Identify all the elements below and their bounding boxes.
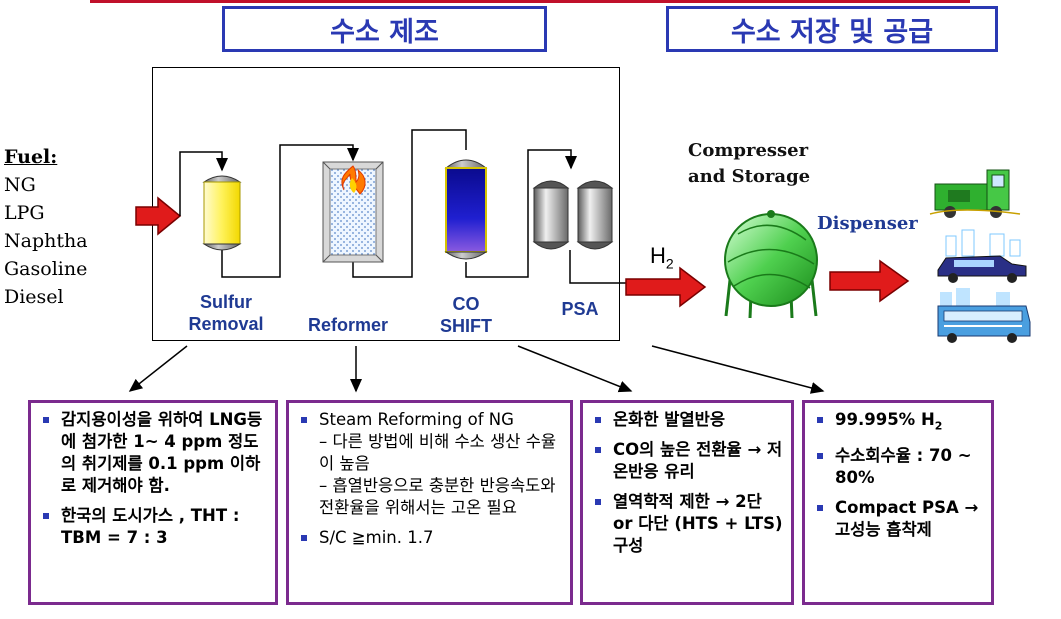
note-reformer-item1: Steam Reforming of NG – 다른 방법에 비해 수소 생산 … bbox=[297, 409, 562, 519]
fuel-title: Fuel: bbox=[4, 146, 58, 168]
label-compresser-line1: Compresser bbox=[688, 140, 809, 161]
car-icon bbox=[937, 229, 1027, 283]
label-psa: PSA bbox=[561, 299, 599, 319]
note-reformer-line3: – 흡열반응으로 충분한 반응속도와 전환율을 위해서는 고온 필요 bbox=[319, 476, 556, 517]
label-h2: H2 bbox=[650, 243, 674, 271]
note-reformer-item2: S/C ≧min. 1.7 bbox=[297, 527, 562, 549]
label-reformer: Reformer bbox=[307, 315, 389, 335]
label-h2-text: H bbox=[650, 243, 666, 268]
fuel-item-ng: NG bbox=[4, 174, 36, 196]
note-sulfur-item2: 한국의 도시가스 , THT : TBM = 7 : 3 bbox=[39, 505, 267, 549]
fuel-item-gasoline: Gasoline bbox=[4, 258, 88, 280]
note-psa: 99.995% H2 수소회수율 : 70 ~ 80% Compact PSA … bbox=[802, 400, 994, 605]
spherical-storage-tank bbox=[724, 210, 818, 319]
fuel-inlet-arrow bbox=[135, 196, 182, 236]
label-h2-sub: 2 bbox=[665, 255, 674, 272]
reformer-unit bbox=[322, 161, 384, 263]
fuel-item-lpg: LPG bbox=[4, 202, 45, 224]
top-decoration-line bbox=[90, 0, 970, 3]
header-hydrogen-production: 수소 제조 bbox=[222, 6, 547, 52]
process-box bbox=[152, 67, 620, 341]
label-co-line2: SHIFT bbox=[440, 316, 492, 336]
note-reformer-line2: – 다른 방법에 비해 수소 생산 수율이 높음 bbox=[319, 432, 557, 473]
label-sulfur-line2: Removal bbox=[188, 314, 264, 334]
note-psa-item1-sub: 2 bbox=[934, 419, 943, 433]
label-sulfur-line1: Sulfur bbox=[200, 292, 252, 312]
note-reformer: Steam Reforming of NG – 다른 방법에 비해 수소 생산 … bbox=[286, 400, 573, 605]
note-sulfur-removal: 감지용이성을 위하여 LNG등에 첨가한 1~ 4 ppm 정도의 취기제를 0… bbox=[28, 400, 278, 605]
fuel-item-diesel: Diesel bbox=[4, 286, 64, 308]
psa-columns bbox=[532, 180, 614, 250]
note-sulfur-item1: 감지용이성을 위하여 LNG등에 첨가한 1~ 4 ppm 정도의 취기제를 0… bbox=[39, 409, 267, 497]
bus-icon bbox=[937, 288, 1031, 343]
header-hydrogen-storage-supply: 수소 저장 및 공급 bbox=[666, 6, 998, 52]
fuel-list: Fuel: NG LPG Naphtha Gasoline Diesel bbox=[4, 143, 88, 311]
note-psa-item2: 수소회수율 : 70 ~ 80% bbox=[813, 445, 983, 489]
note-shift-item1: 온화한 발열반응 bbox=[591, 409, 783, 431]
truck-icon bbox=[929, 169, 1021, 218]
note-psa-item1-text: 99.995% H bbox=[835, 410, 935, 429]
dispenser-arrow bbox=[829, 259, 910, 303]
fuel-item-naphtha: Naphtha bbox=[4, 230, 88, 252]
label-co-shift: CO SHIFT bbox=[432, 293, 500, 337]
label-sulfur-removal: Sulfur Removal bbox=[176, 291, 276, 335]
note-co-shift: 온화한 발열반응 CO의 높은 전환율 → 저온반응 유리 열역학적 제한 → … bbox=[580, 400, 794, 605]
process-piping bbox=[179, 129, 626, 284]
label-compresser-storage: Compresser and Storage bbox=[688, 138, 810, 190]
co-shift-vessel bbox=[444, 159, 488, 260]
sulfur-removal-vessel bbox=[202, 175, 242, 251]
label-dispenser: Dispenser bbox=[817, 213, 918, 234]
note-reformer-line1: Steam Reforming of NG bbox=[319, 410, 514, 429]
note-pointer-arrows bbox=[128, 345, 825, 394]
h2-outlet-arrow bbox=[625, 266, 707, 308]
label-co-line1: CO bbox=[452, 294, 480, 314]
note-psa-item3: Compact PSA → 고성능 흡착제 bbox=[813, 497, 983, 541]
note-shift-item2: CO의 높은 전환율 → 저온반응 유리 bbox=[591, 439, 783, 483]
note-shift-item3: 열역학적 제한 → 2단 or 다단 (HTS + LTS) 구성 bbox=[591, 491, 783, 557]
label-compresser-line2: and Storage bbox=[688, 166, 811, 187]
note-psa-item1: 99.995% H2 bbox=[813, 409, 983, 437]
